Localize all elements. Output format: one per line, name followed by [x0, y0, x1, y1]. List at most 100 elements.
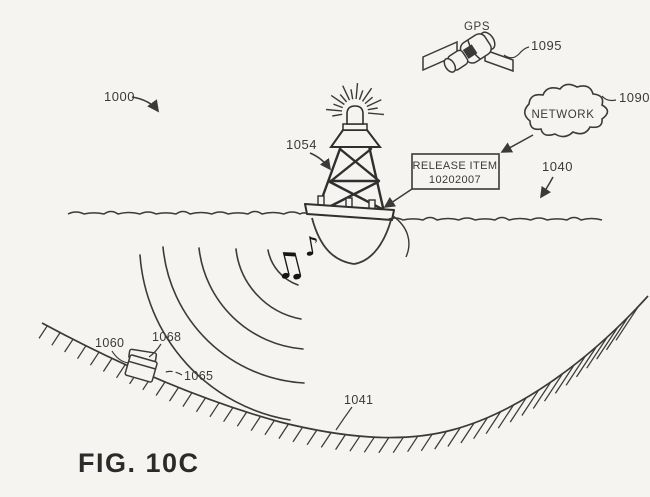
seafloor-hatch-stroke [195, 397, 207, 413]
tower-brace [338, 147, 380, 182]
seafloor-hatch-stroke [407, 435, 419, 453]
network-cloud-icon: NETWORK [523, 83, 609, 138]
sonar-waves [139, 246, 305, 421]
beacon-buoy-icon [304, 83, 410, 265]
beacon-ray [367, 112, 384, 116]
seafloor-hatch-stroke [434, 431, 447, 450]
seafloor-hatch-stroke [51, 332, 61, 346]
water-ref-label: 1040 [542, 159, 573, 174]
seafloor-anchor-device-icon [124, 348, 158, 383]
network-caption: NETWORK [532, 109, 595, 121]
satellite-nose-cap [443, 57, 457, 73]
satellite-solar-panel-right [484, 48, 514, 73]
network-to-release-arrow [500, 134, 534, 153]
beacon-ray [367, 107, 378, 111]
beacon-ray [342, 85, 351, 101]
water-ref-arrow [540, 176, 554, 199]
beacon-ray [361, 87, 373, 102]
release-to-buoy-arrow [383, 188, 413, 208]
anchor-body-line [128, 360, 156, 370]
beacon-ray [332, 113, 343, 117]
tower-top-platform [329, 129, 383, 148]
beacon-ray [333, 103, 344, 109]
anchor-lid-ref-label: 1068 [152, 330, 181, 344]
seafloor-hatch-stroke [473, 417, 489, 440]
beacon-light-dome [346, 105, 364, 125]
seafloor-hatch-stroke [447, 427, 461, 447]
figure-title: FIG. 10C [78, 448, 200, 478]
seafloor-hatch-stroke [497, 404, 515, 429]
seafloor-hatch-stroke [168, 387, 180, 402]
gps-ref-label: 1095 [531, 38, 562, 53]
seafloor-hatch-stroke [509, 397, 527, 423]
seafloor-hatch-stroke [155, 381, 166, 396]
anchor-ref-leader [111, 350, 129, 364]
seafloor-hatch-stroke [596, 326, 619, 360]
cloud-outline [523, 83, 609, 138]
beacon-pedestal [342, 123, 368, 131]
seafloor-hatch-stroke [349, 435, 361, 452]
seafloor-hatching [38, 306, 639, 454]
sonar-arc-3 [198, 247, 304, 350]
seafloor-hatch-stroke [565, 355, 586, 386]
network-ref-leader [601, 95, 617, 102]
seafloor-hatch-stroke [320, 432, 332, 448]
satellite-window [462, 44, 478, 59]
seafloor-hatch-stroke [102, 358, 113, 372]
anchor-body-ref-leader [162, 370, 183, 376]
seafloor-hatch-stroke [64, 338, 74, 353]
seafloor-hatch-stroke [292, 426, 304, 443]
seafloor-hatch-stroke [306, 429, 318, 446]
hull-wake-curve [392, 215, 410, 258]
seafloor-hatch-stroke [335, 434, 346, 450]
anchor-body-ref-label: 1065 [184, 369, 213, 383]
seafloor-hatch-stroke [460, 422, 475, 444]
sonar-arc-1 [267, 249, 299, 286]
beacon-ray [358, 90, 364, 101]
gps-ref-leader [503, 46, 530, 59]
single-music-note-icon: ♪ [301, 231, 323, 263]
seafloor-hatch-stroke [278, 423, 289, 439]
sonar-arc-2 [235, 248, 302, 320]
seafloor-hatch-stroke [532, 381, 552, 409]
waterline-right [386, 216, 603, 221]
seafloor-ref-leader [335, 406, 353, 431]
seafloor-hatch-stroke [236, 411, 248, 427]
beacon-ray [330, 94, 345, 106]
seafloor-hatch-stroke [89, 351, 100, 366]
seafloor-hatch-stroke [378, 437, 390, 454]
seafloor-hatch-stroke [615, 306, 639, 341]
seafloor-hatch-stroke [420, 433, 433, 452]
seafloor-hatch-stroke [250, 416, 262, 432]
seafloor-hatch-stroke [38, 325, 48, 339]
sonar-arc-4 [162, 246, 305, 384]
seafloor-hatch-stroke [605, 316, 629, 351]
system-ref-arrow [131, 96, 160, 113]
sonar-arc-5 [139, 254, 291, 421]
release-box-outline [411, 153, 500, 190]
release-box-line1: RELEASE ITEM [413, 160, 498, 172]
seafloor-hatch-stroke [209, 402, 220, 418]
tower-brace [329, 147, 373, 183]
anchor-lid-ref-leader [148, 343, 162, 358]
seafloor-hatch-stroke [264, 420, 275, 436]
gps-satellite-icon [422, 31, 514, 73]
beacon-ray [350, 89, 354, 100]
buoy-hull [311, 217, 392, 265]
buoy-ref-label: 1054 [286, 137, 317, 152]
beacon-ray [366, 99, 382, 108]
beacon-ray [326, 108, 343, 112]
gps-caption: GPS [464, 21, 490, 33]
release-box-line2: 10202007 [429, 174, 481, 186]
beacon-ray [355, 83, 359, 100]
network-ref-label: 1090 [619, 90, 650, 105]
seafloor-hatch-stroke [223, 407, 234, 423]
beacon-ray [339, 93, 348, 103]
seafloor-hatch-stroke [586, 336, 608, 369]
seafloor-hatch-stroke [115, 364, 126, 379]
seafloor-hatch-stroke [182, 392, 193, 407]
tower-leg-right [367, 144, 386, 214]
system-ref-label: 1000 [104, 89, 135, 104]
waterline-left [67, 210, 309, 215]
